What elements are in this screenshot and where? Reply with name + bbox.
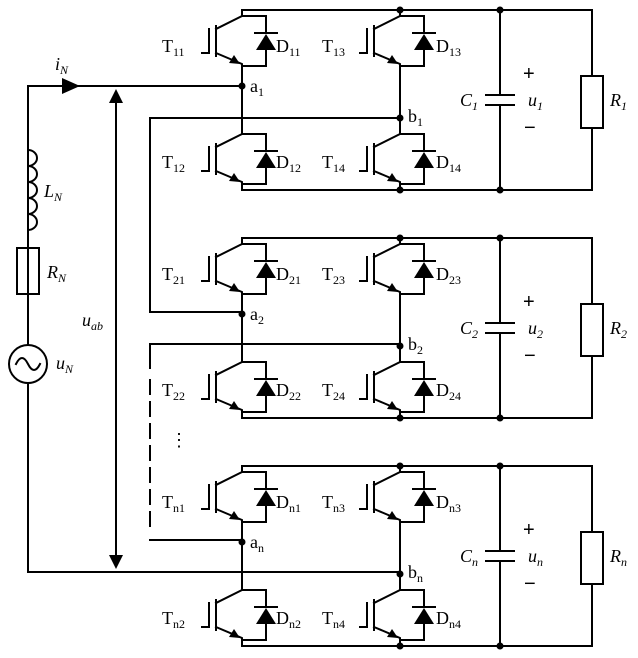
capacitor-label: Cn <box>460 546 478 569</box>
minus-sign: − <box>524 117 536 139</box>
junction-dot <box>397 115 404 122</box>
junction-dot <box>397 7 404 14</box>
diode-label: Dn3 <box>436 492 461 515</box>
cell-voltage-label: un <box>528 546 543 569</box>
igbt-upper-right <box>360 466 435 528</box>
load-resistor-icon <box>581 304 603 356</box>
junction-dot <box>239 311 246 318</box>
junction-dot <box>397 235 404 242</box>
igbt-label: T21 <box>162 264 185 287</box>
igbt-lower-right <box>360 128 435 190</box>
plus-sign: + <box>523 63 535 85</box>
minus-sign: − <box>524 345 536 367</box>
igbt-label: Tn4 <box>322 608 345 631</box>
igbt-label: T12 <box>162 152 185 175</box>
igbt-upper-left <box>202 466 277 528</box>
junction-dot <box>397 415 404 422</box>
current-arrow-icon <box>62 78 80 94</box>
load-resistor-icon <box>581 76 603 128</box>
ellipsis-dots: ⋮ <box>170 430 188 450</box>
igbt-lower-left <box>202 356 277 418</box>
junction-dot <box>397 643 404 650</box>
junction-dot <box>397 343 404 350</box>
igbt-upper-right <box>360 238 435 300</box>
ac-source-icon <box>9 345 47 383</box>
capacitor-label: C2 <box>460 318 478 341</box>
junction-dot <box>239 83 246 90</box>
diode-label: Dn4 <box>436 608 461 631</box>
junction-dot <box>239 539 246 546</box>
junction-dot <box>397 571 404 578</box>
load-resistor-icon <box>581 532 603 584</box>
diode-label: D22 <box>276 380 301 403</box>
igbt-upper-right <box>360 10 435 72</box>
bus-voltage-label: uab <box>82 310 103 333</box>
h-bridge-cell: Tn1Tn2 Tn3Tn4 Dn1Dn2 Dn3Dn4 an bn Cn un Rn + − <box>162 463 627 650</box>
node-a-label: a1 <box>250 76 264 99</box>
cell-voltage-label: u1 <box>528 90 543 113</box>
plus-sign: + <box>523 291 535 313</box>
link-b1-a2 <box>150 118 400 312</box>
diode-label: D21 <box>276 264 301 287</box>
igbt-label: T11 <box>162 36 185 59</box>
cell-voltage-label: u2 <box>528 318 543 341</box>
source-resistor-label: RN <box>46 262 67 285</box>
source-branch <box>9 78 400 572</box>
igbt-lower-left <box>202 584 277 646</box>
diode-label: D14 <box>436 152 461 175</box>
igbt-label: T13 <box>322 36 345 59</box>
igbt-lower-right <box>360 584 435 646</box>
junction-dot <box>397 463 404 470</box>
diode-label: Dn2 <box>276 608 301 631</box>
load-label: R2 <box>609 318 627 341</box>
load-label: Rn <box>609 546 627 569</box>
igbt-label: Tn1 <box>162 492 185 515</box>
diode-label: Dn1 <box>276 492 301 515</box>
inductor-label: LN <box>43 181 63 204</box>
source-bottom-wire <box>28 383 400 572</box>
source-voltage-label: uN <box>56 353 74 376</box>
node-b-label: b1 <box>408 106 423 129</box>
link-b2-down <box>150 344 400 368</box>
h-bridge-cell: T21T22 T23T24 D21D22 D23D24 a2 b2 C2 u2 R2 + − <box>162 235 627 422</box>
igbt-label: T24 <box>322 380 345 403</box>
igbt-lower-left <box>202 128 277 190</box>
capacitor-label: C1 <box>460 90 478 113</box>
source-current-label: iN <box>55 54 69 77</box>
diode-label: D23 <box>436 264 461 287</box>
diode-label: D12 <box>276 152 301 175</box>
igbt-label: Tn3 <box>322 492 345 515</box>
igbt-upper-left <box>202 10 277 72</box>
plus-sign: + <box>523 519 535 541</box>
diode-label: D13 <box>436 36 461 59</box>
h-bridge-cells: T11T12T13T14D11D12D13D14a1b1C1u1R1+−T21T… <box>162 7 627 650</box>
junction-dot <box>397 187 404 194</box>
igbt-label: T23 <box>322 264 345 287</box>
igbt-label: Tn2 <box>162 608 185 631</box>
igbt-label: T14 <box>322 152 345 175</box>
node-a-label: an <box>250 532 264 555</box>
igbt-label: T22 <box>162 380 185 403</box>
igbt-upper-left <box>202 238 277 300</box>
node-b-label: bn <box>408 562 423 585</box>
inductor-icon <box>28 86 37 248</box>
diode-label: D11 <box>276 36 301 59</box>
load-label: R1 <box>609 90 627 113</box>
minus-sign: − <box>524 573 536 595</box>
igbt-lower-right <box>360 356 435 418</box>
node-a-label: a2 <box>250 304 264 327</box>
h-bridge-cell: T11T12 T13T14 D11D12 D13D14 a1 b1 C1 u1 R1 + − <box>162 7 627 194</box>
diode-label: D24 <box>436 380 461 403</box>
node-b-label: b2 <box>408 334 423 357</box>
